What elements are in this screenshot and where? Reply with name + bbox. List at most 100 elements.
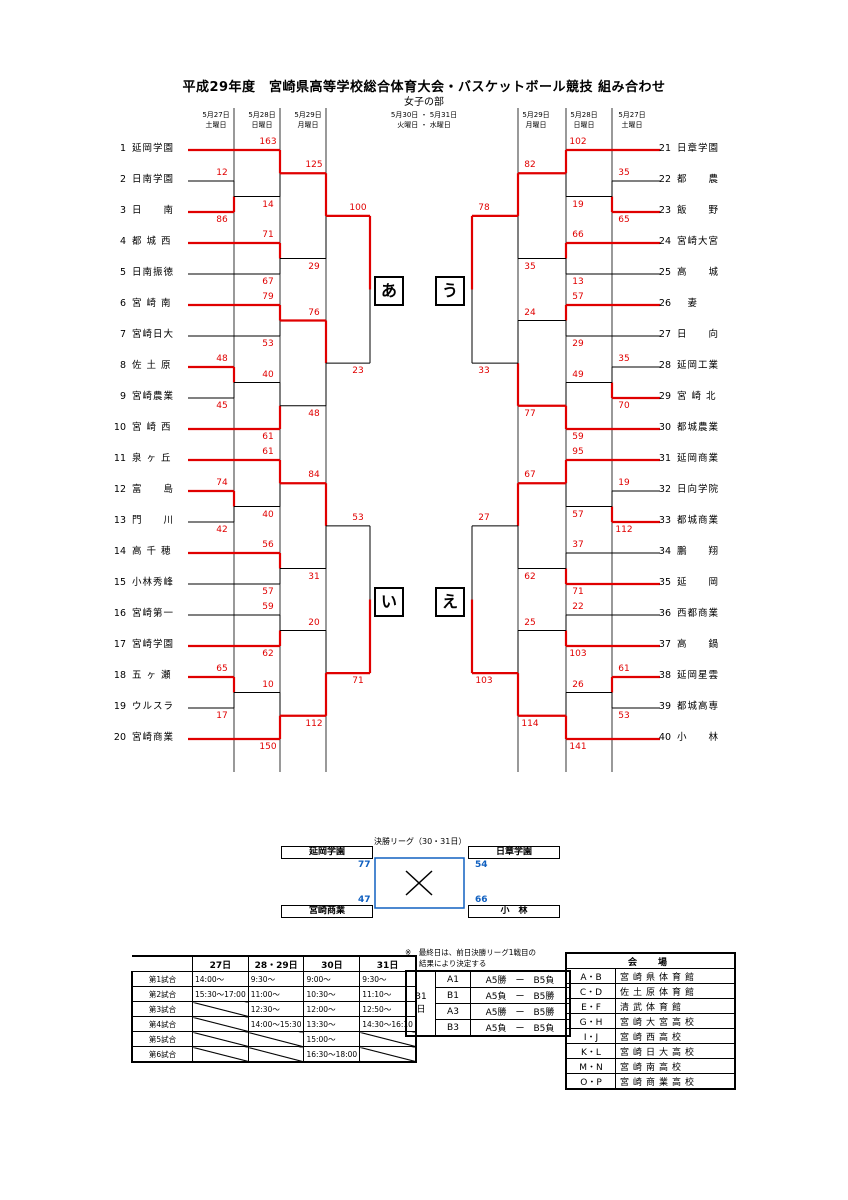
score-label: 59 xyxy=(262,602,274,612)
score-label: 66 xyxy=(572,230,584,240)
team-entry: 26 妻 xyxy=(658,298,709,309)
score-label: 35 xyxy=(524,261,536,272)
schedule-header: 30日 xyxy=(303,955,361,972)
final-team-box: 延岡学園 xyxy=(281,846,373,859)
schedule-row: 第3試合 12:30〜 12:00〜12:50〜 xyxy=(131,1001,417,1017)
score-label: 79 xyxy=(262,292,274,302)
score-label: 102 xyxy=(569,137,587,147)
score-label: 103 xyxy=(569,649,587,659)
score-label: 84 xyxy=(308,470,320,481)
schedule-row: 第1試合 14:00〜9:30〜 9:00〜9:30〜 xyxy=(131,971,417,987)
final-score: 54 xyxy=(475,860,488,870)
score-label: 19 xyxy=(618,478,630,488)
score-label: 40 xyxy=(262,509,274,520)
score-label: 114 xyxy=(521,718,539,729)
score-label: 57 xyxy=(572,292,584,302)
score-label: 53 xyxy=(618,711,630,721)
score-label: 74 xyxy=(216,478,228,488)
score-label: 12 xyxy=(216,168,228,178)
score-label: 61 xyxy=(262,447,274,457)
score-label: 29 xyxy=(572,339,584,349)
score-label: 25 xyxy=(524,617,536,628)
score-label: 71 xyxy=(572,587,584,597)
schedule-row: 第5試合 15:00〜 xyxy=(131,1031,417,1047)
score-label: 53 xyxy=(352,512,364,523)
score-label: 48 xyxy=(216,354,228,364)
score-label: 112 xyxy=(305,718,323,729)
score-label: 67 xyxy=(524,470,536,481)
score-label: 23 xyxy=(352,366,364,377)
venue-header: 会 場 xyxy=(565,952,736,969)
score-label: 49 xyxy=(572,369,584,380)
score-label: 65 xyxy=(618,215,630,225)
score-label: 37 xyxy=(572,540,584,550)
score-label: 29 xyxy=(308,261,320,272)
schedule-header: 28・29日 xyxy=(247,955,305,972)
score-label: 70 xyxy=(618,401,630,411)
final-score: 66 xyxy=(475,895,488,905)
score-label: 71 xyxy=(262,230,274,240)
score-label: 112 xyxy=(615,525,633,535)
score-label: 100 xyxy=(349,202,367,213)
score-label: 35 xyxy=(618,354,630,364)
score-label: 45 xyxy=(216,401,228,411)
score-label: 13 xyxy=(572,277,584,287)
score-label: 61 xyxy=(618,664,630,674)
score-label: 125 xyxy=(305,160,323,171)
score-label: 77 xyxy=(524,408,536,419)
score-label: 150 xyxy=(259,742,277,752)
final-score: 47 xyxy=(358,895,371,905)
final-team-box: 日章学園 xyxy=(468,846,560,859)
score-label: 53 xyxy=(262,339,274,349)
score-label: 59 xyxy=(572,432,584,442)
score-label: 62 xyxy=(524,571,536,582)
schedule-row: 第4試合 14:00〜15:30 13:30〜14:30〜16:10 xyxy=(131,1016,417,1032)
final-league-title: 決勝リーグ（30・31日） xyxy=(374,837,467,846)
score-label: 42 xyxy=(216,525,228,535)
score-label: 82 xyxy=(524,160,536,171)
score-label: 67 xyxy=(262,277,274,287)
final-score: 77 xyxy=(358,860,371,870)
score-label: 40 xyxy=(262,369,274,380)
date-header: 5月28日日曜日 xyxy=(248,111,276,129)
score-label: 57 xyxy=(572,509,584,520)
score-label: 61 xyxy=(262,432,274,442)
score-label: 31 xyxy=(308,571,320,582)
date-header: 5月27日土曜日 xyxy=(618,111,646,129)
score-label: 27 xyxy=(478,512,490,523)
score-label: 14 xyxy=(262,199,274,210)
